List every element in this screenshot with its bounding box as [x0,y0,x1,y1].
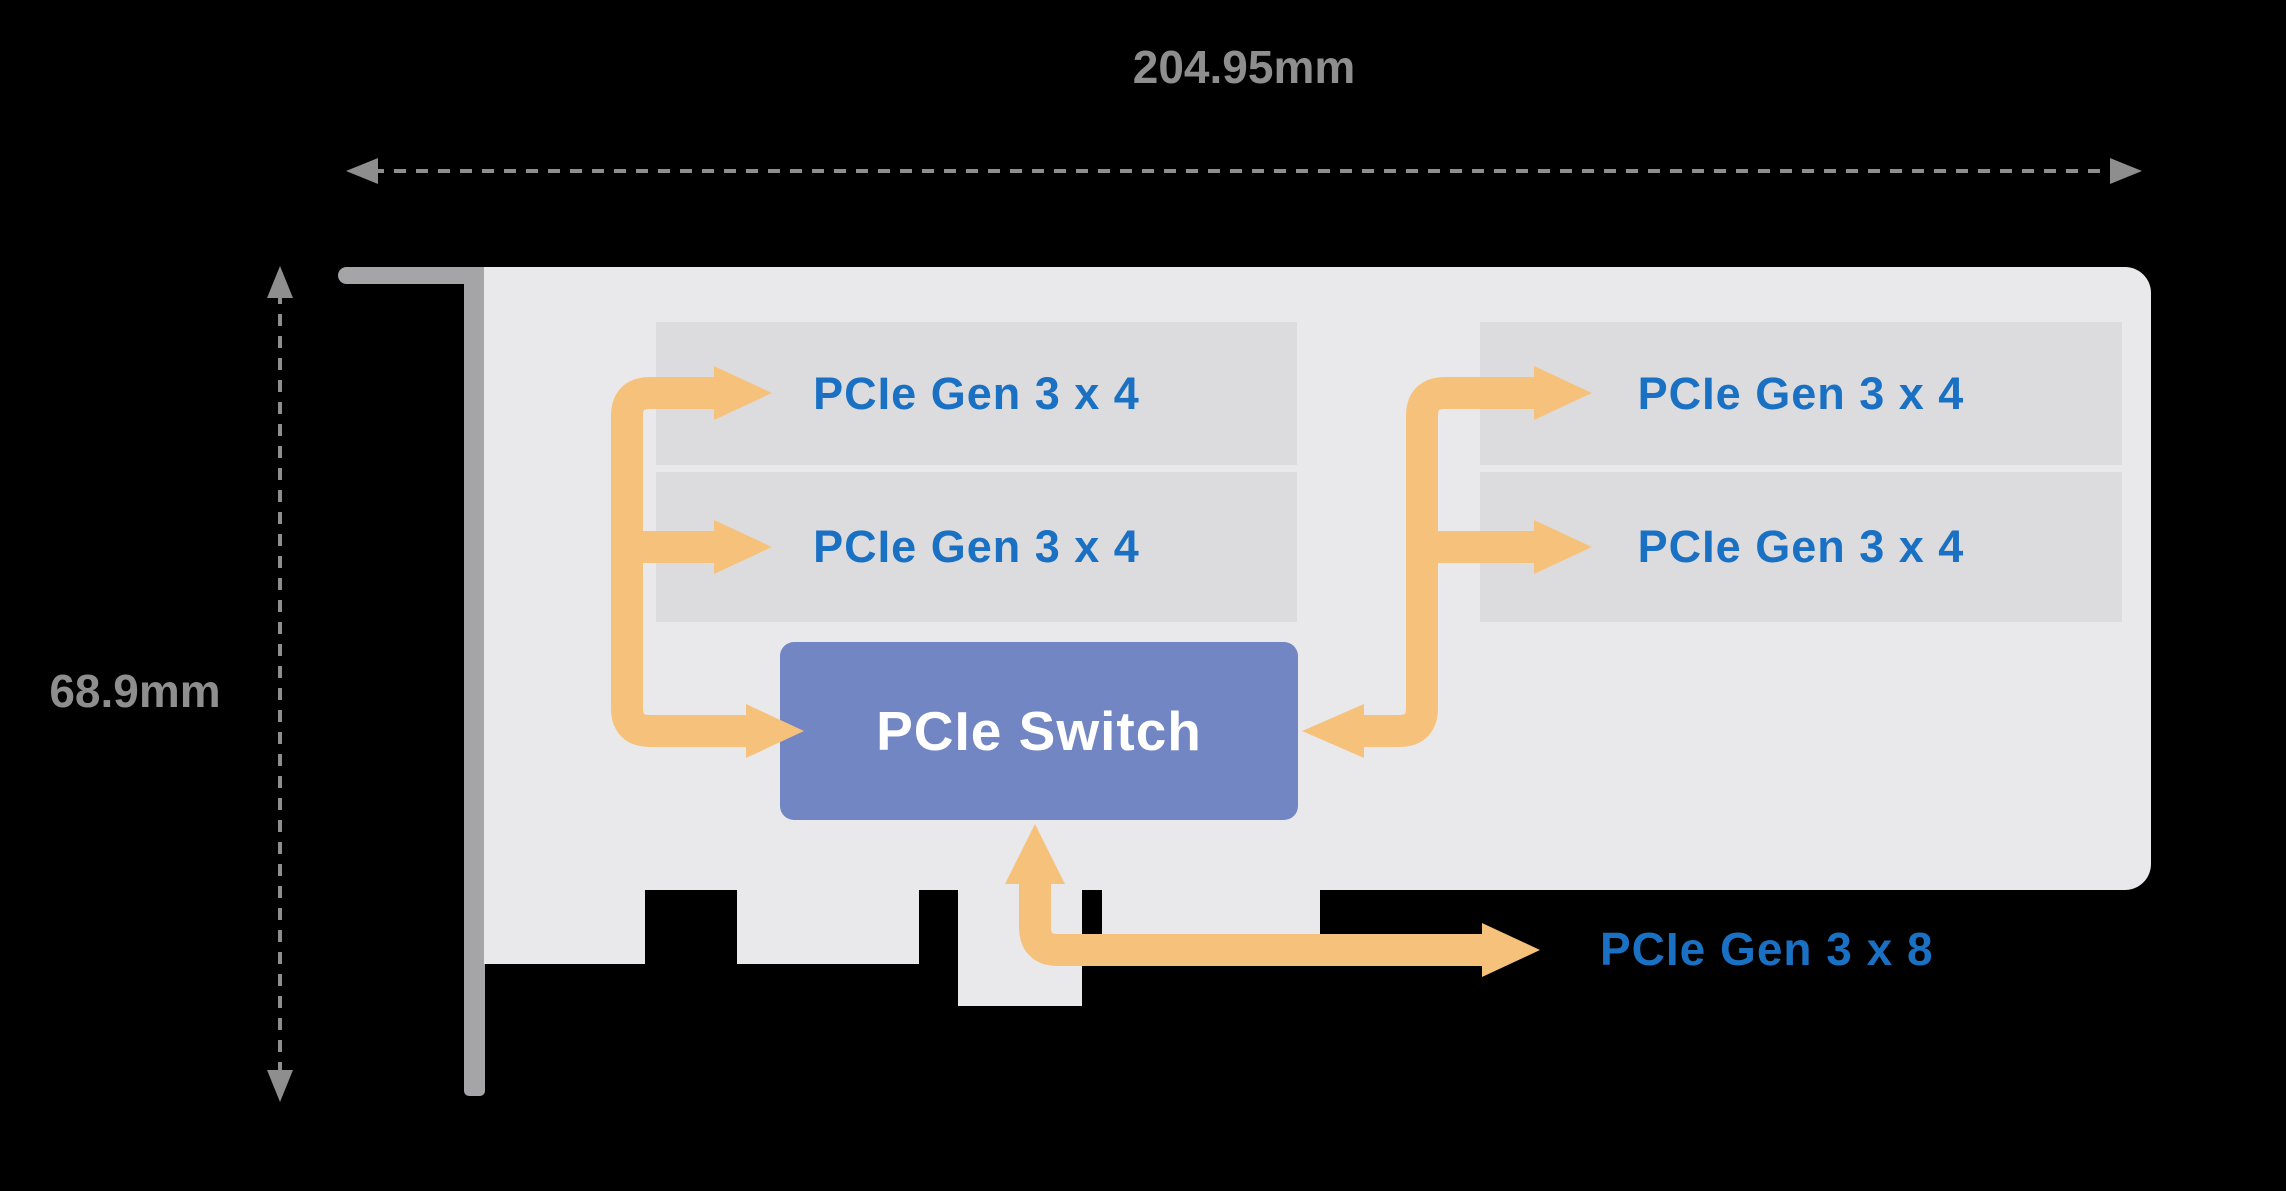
slot-right-top: PCIe Gen 3 x 4 [1480,322,2122,465]
slot-left-bottom: PCIe Gen 3 x 4 [656,472,1297,622]
pcie-switch-label: PCIe Switch [876,700,1202,762]
pcie-switch-box: PCIe Switch [780,642,1298,820]
host-link-label: PCIe Gen 3 x 8 [1600,923,1934,975]
width-dim-right-arrowhead-icon [2110,158,2142,184]
card-bottom-tab-3 [1102,888,1320,964]
height-dim-top-arrowhead-icon [267,266,293,298]
slot-right-bottom: PCIe Gen 3 x 4 [1480,472,2122,622]
slot-left-bottom-label: PCIe Gen 3 x 4 [813,521,1140,572]
card-edge-connector [958,888,1082,1006]
slot-left-top: PCIe Gen 3 x 4 [656,322,1297,465]
arrowhead-host-right-icon [1482,923,1540,977]
card-bottom-tab-1 [484,888,645,964]
width-dimension-label: 204.95mm [1132,41,1356,93]
width-dim-left-arrowhead-icon [346,158,378,184]
mounting-bracket [464,267,485,1096]
slot-right-bottom-label: PCIe Gen 3 x 4 [1637,521,1965,572]
slot-right-top-label: PCIe Gen 3 x 4 [1637,367,1965,419]
card-bottom-tab-2 [737,888,919,964]
slot-left-top-label: PCIe Gen 3 x 4 [813,367,1140,419]
height-dimension-label: 68.9mm [49,665,221,717]
bracket-top-tab [338,267,486,284]
height-dim-bottom-arrowhead-icon [267,1070,293,1102]
